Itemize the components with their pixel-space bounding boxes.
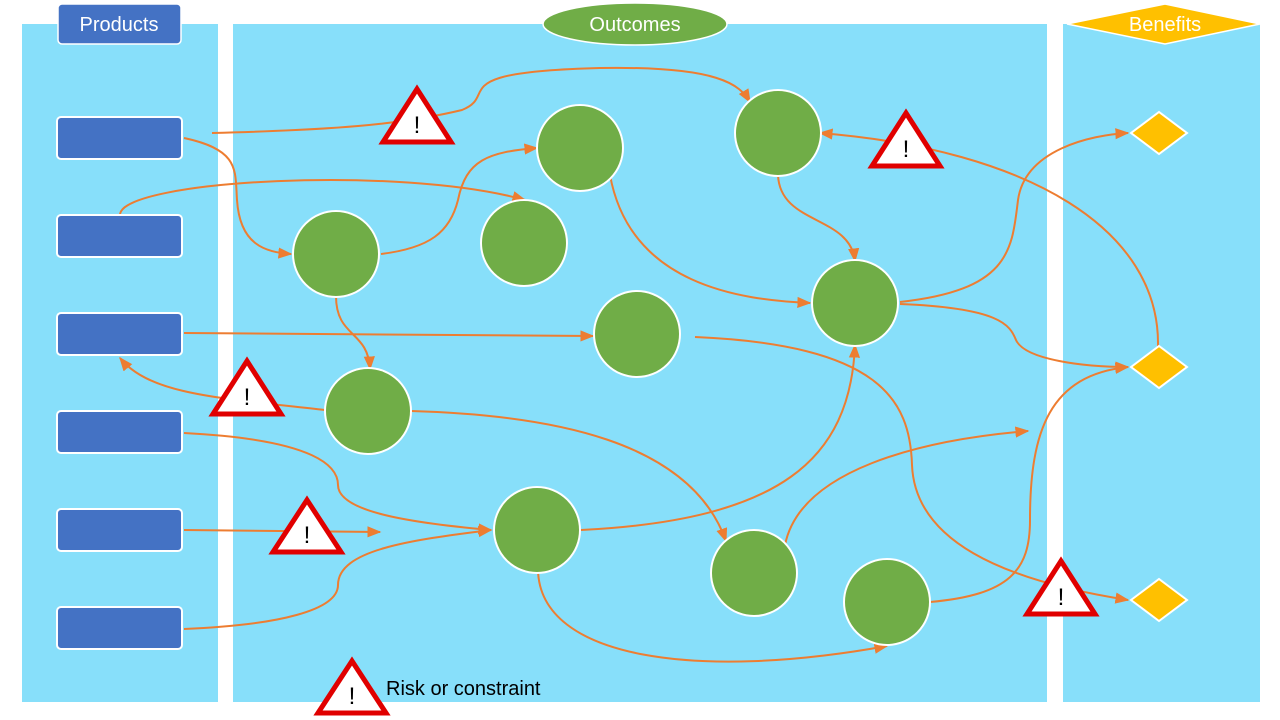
connector-group (119, 66, 1160, 663)
outcome-circle (710, 529, 798, 617)
benefit-diamond (1129, 577, 1189, 623)
warning-symbol: ! (244, 384, 251, 411)
warning-triangle-icon: ! (867, 108, 945, 169)
product-box (56, 116, 183, 160)
risk-markers: ! ! ! ! ! (208, 84, 1100, 617)
benefits-header: Benefits (1129, 14, 1201, 36)
product-box (56, 508, 183, 552)
connector (694, 336, 1130, 604)
connector (784, 426, 1030, 546)
connector (119, 179, 527, 215)
warning-symbol: ! (349, 683, 356, 710)
outcomes-header: Outcomes (589, 14, 680, 36)
outcome-circle (593, 290, 681, 378)
outcome-circle (734, 89, 822, 177)
connector (183, 432, 493, 535)
connector (380, 143, 539, 255)
connector (119, 356, 326, 411)
product-box (56, 606, 183, 650)
outcome-circle (493, 486, 581, 574)
outcome-circle (811, 259, 899, 347)
connector (537, 569, 889, 663)
outcome-circle (480, 199, 568, 287)
benefits-header-shape (1066, 3, 1261, 45)
benefit-diamonds (1129, 110, 1189, 623)
products-header-box (57, 3, 182, 45)
outcomes-header-shape (542, 2, 728, 46)
warning-symbol: ! (414, 112, 421, 139)
outcome-circle (324, 367, 412, 455)
legend-label: Risk or constraint (386, 678, 541, 700)
connector (183, 525, 493, 630)
warning-symbol: ! (903, 136, 910, 163)
connector (899, 128, 1130, 303)
outcome-circles (292, 89, 931, 646)
connector (929, 362, 1130, 603)
warning-triangle-icon: ! (1022, 556, 1100, 617)
product-boxes (56, 116, 183, 650)
warning-triangle-icon: ! (268, 495, 346, 555)
connector (183, 330, 595, 342)
connector (580, 343, 861, 531)
outcome-circle (536, 104, 624, 192)
products-header: Products (80, 14, 159, 36)
warning-symbol: ! (1058, 584, 1065, 611)
benefit-diamond (1129, 110, 1189, 156)
legend: ! Risk or constraint (313, 656, 541, 716)
warning-symbol: ! (304, 522, 311, 549)
outcome-circle (292, 210, 380, 298)
product-box (56, 410, 183, 454)
warning-triangle-icon: ! (208, 356, 286, 417)
warning-triangle-icon: ! (378, 84, 456, 145)
connector (899, 303, 1130, 373)
warning-triangle-icon: ! (313, 656, 391, 716)
connector (609, 174, 812, 309)
connector (183, 137, 293, 259)
connector (410, 410, 728, 543)
product-box (56, 214, 183, 258)
connector (777, 174, 860, 263)
outcome-circle (843, 558, 931, 646)
connector (211, 66, 751, 134)
connector (183, 526, 382, 538)
product-box (56, 312, 183, 356)
benefit-diamond (1129, 344, 1189, 390)
